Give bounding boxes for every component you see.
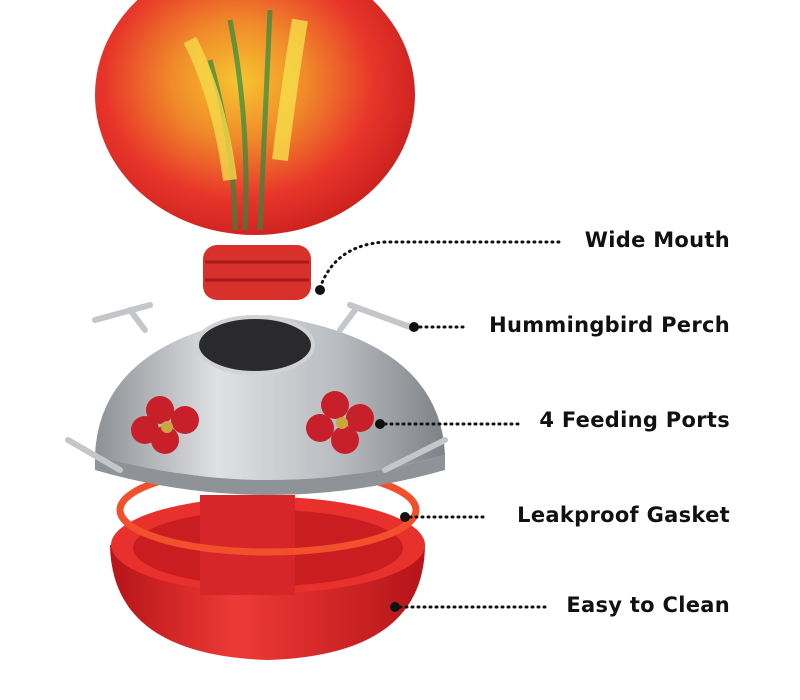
red-base (110, 464, 425, 660)
callout-feeding-ports: 4 Feeding Ports (539, 408, 730, 432)
callout-line-wide-mouth (318, 240, 562, 290)
glass-bottle (95, 0, 415, 300)
callout-dot-wide-mouth (315, 285, 325, 295)
callout-dot-clean (390, 602, 400, 612)
callout-dot-gasket (400, 512, 410, 522)
callout-easy-to-clean: Easy to Clean (566, 593, 730, 617)
callout-dot-ports (375, 419, 385, 429)
metal-lid (65, 302, 448, 495)
callout-hummingbird-perch: Hummingbird Perch (489, 313, 730, 337)
callout-leakproof-gasket: Leakproof Gasket (517, 503, 730, 527)
callout-wide-mouth: Wide Mouth (584, 228, 730, 252)
callout-dot-perch (409, 322, 419, 332)
